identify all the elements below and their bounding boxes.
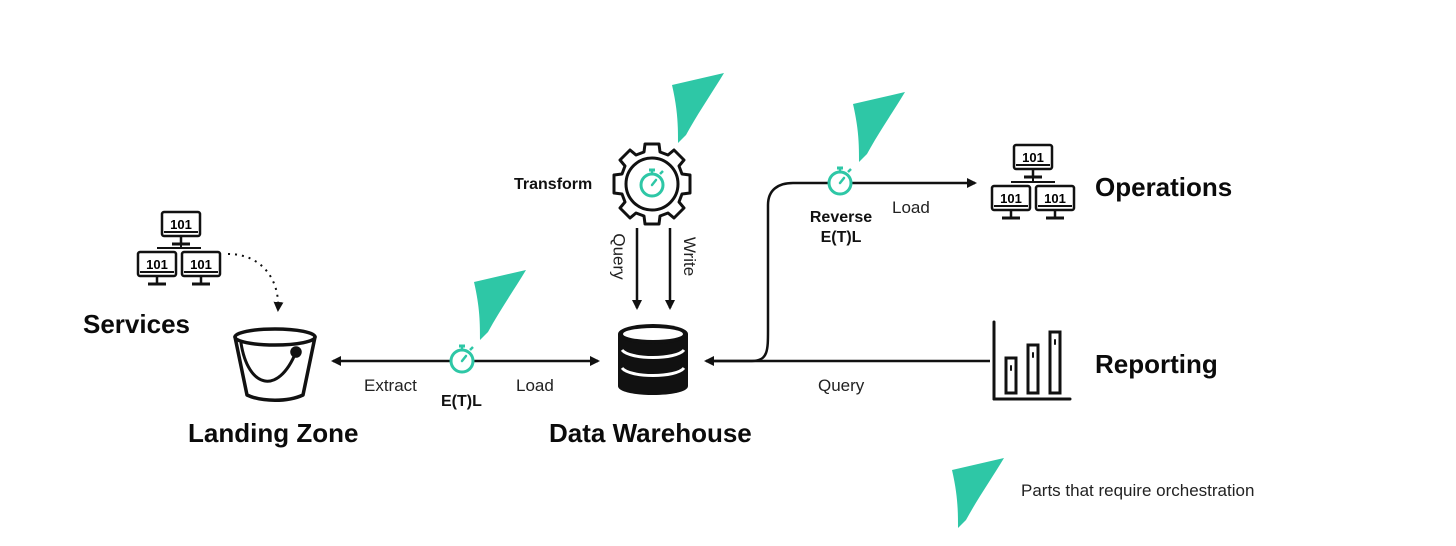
etl-stopwatch-icon — [449, 344, 475, 374]
reporting-query-edge-label: Query — [818, 376, 865, 395]
gear-icon — [612, 142, 692, 226]
pc-text: 101 — [146, 257, 168, 272]
orchestration-checkmark-icon — [853, 92, 905, 162]
query-transform-edge-label: Query — [609, 233, 629, 280]
pc-text: 101 — [1044, 191, 1066, 206]
reverse-etl-arrow — [710, 178, 977, 363]
services-to-landing-arrow — [227, 253, 284, 312]
operations-label: Operations — [1095, 172, 1233, 202]
orchestration-checkmark-icon — [474, 270, 526, 340]
load-edge-label: Load — [516, 376, 554, 395]
legend-checkmark-icon — [952, 458, 1004, 528]
bar-chart-icon — [992, 320, 1072, 401]
database-icon — [618, 324, 688, 395]
reverse-label-line1: Reverse — [809, 209, 873, 226]
reverse-label-line2: E(T)L — [820, 229, 862, 246]
legend-text: Parts that require orchestration — [1021, 481, 1255, 500]
reverse-etl-stopwatch-icon — [827, 166, 853, 196]
write-transform-edge-label: Write — [680, 236, 700, 277]
extract-edge-label: Extract — [364, 376, 417, 395]
orchestration-checkmark-icon — [672, 73, 724, 143]
data-warehouse-label: Data Warehouse — [549, 418, 752, 448]
etl-label: E(T)L — [441, 393, 482, 410]
pc-text: 101 — [1000, 191, 1022, 206]
transform-label: Transform — [514, 176, 593, 193]
reporting-label: Reporting — [1095, 349, 1218, 379]
services-label: Services — [83, 309, 190, 339]
pc-text: 101 — [190, 257, 212, 272]
pc-text: 101 — [170, 217, 192, 232]
landing-zone-label: Landing Zone — [188, 418, 359, 448]
bucket-icon — [233, 327, 317, 402]
reverse-etl-label: Reverse E(T)L — [800, 210, 882, 246]
services-computer-network-icon: 101 101 101 — [136, 210, 222, 286]
operations-computer-network-icon: 101 101 101 — [990, 143, 1076, 220]
load-ops-edge-label: Load — [892, 198, 930, 217]
pc-text: 101 — [1022, 150, 1044, 165]
